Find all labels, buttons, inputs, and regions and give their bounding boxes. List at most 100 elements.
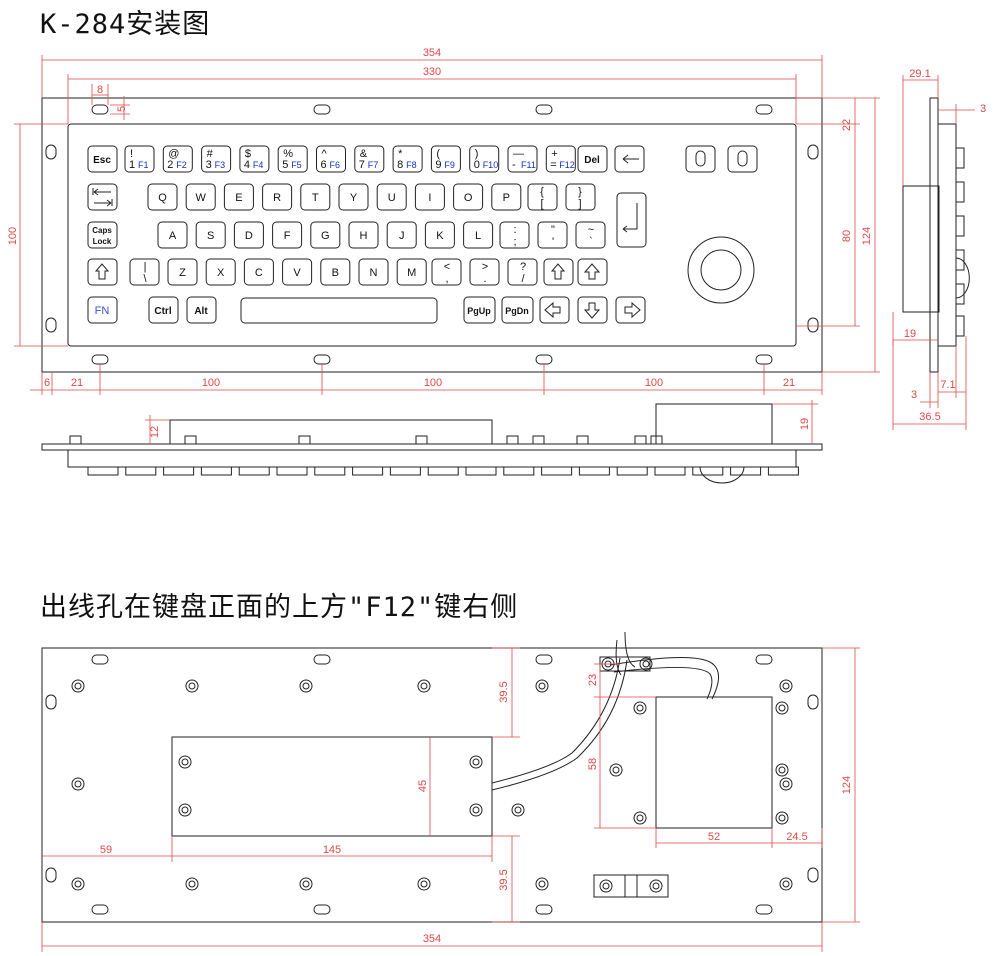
key-shift-right[interactable] [543, 258, 574, 286]
key-i[interactable] [414, 183, 445, 211]
key-ctrl[interactable] [148, 296, 179, 324]
key-f8[interactable] [392, 145, 423, 173]
key-f5[interactable] [277, 145, 308, 173]
key-caps-lock[interactable] [87, 221, 118, 249]
key-f11[interactable] [507, 145, 538, 173]
fkey-top-label: & [360, 148, 368, 160]
back-dim-58: 58 [587, 758, 599, 770]
key-period[interactable] [469, 258, 500, 286]
key-j[interactable] [386, 221, 417, 249]
key-right[interactable] [615, 296, 646, 324]
key-f[interactable] [272, 221, 303, 249]
fkey-top-label: ) [475, 148, 479, 160]
front-view: 354 330 8 5 100 22 80 124 [7, 47, 880, 395]
trackball[interactable] [700, 249, 742, 291]
key-mouse-left[interactable] [685, 145, 716, 173]
key-h[interactable] [348, 221, 379, 249]
pcb-cover [171, 736, 493, 837]
key-brace-right[interactable] [565, 183, 596, 211]
side-dim-3a: 3 [980, 103, 986, 115]
key-l[interactable] [463, 221, 494, 249]
key-k[interactable] [424, 221, 455, 249]
key-label: V [293, 267, 301, 279]
trackball-module [655, 696, 773, 829]
svg-text:]: ] [578, 198, 581, 210]
fkey-top-label: + [551, 148, 557, 160]
key-t[interactable] [300, 183, 331, 211]
key-c[interactable] [243, 258, 274, 286]
key-b[interactable] [320, 258, 351, 286]
key-quote[interactable] [537, 221, 568, 249]
svg-text:;: ; [513, 236, 516, 248]
dim-height-100: 100 [7, 227, 19, 245]
fkey-f-label: F9 [444, 160, 455, 170]
key-slash[interactable] [507, 258, 538, 286]
key-o[interactable] [453, 183, 484, 211]
key-f7[interactable] [354, 145, 385, 173]
key-comma[interactable] [431, 258, 462, 286]
key-x[interactable] [205, 258, 236, 286]
svg-text:\: \ [143, 273, 147, 285]
key-g[interactable] [310, 221, 341, 249]
key-u[interactable] [376, 183, 407, 211]
key-r[interactable] [262, 183, 293, 211]
key-enter[interactable] [616, 192, 647, 248]
key-up[interactable] [577, 258, 608, 286]
key-label: O [464, 192, 473, 204]
key-semicolon[interactable] [499, 221, 530, 249]
key-d[interactable] [233, 221, 264, 249]
key-f9[interactable] [430, 145, 461, 173]
key-tilde[interactable] [575, 221, 606, 249]
dim-100-a: 100 [202, 377, 220, 389]
key-s[interactable] [195, 221, 226, 249]
key-del[interactable] [577, 145, 608, 173]
dim-21-right: 21 [783, 377, 795, 389]
key-space[interactable] [240, 297, 438, 324]
key-w[interactable] [185, 183, 216, 211]
key-label: Y [350, 192, 358, 204]
key-z[interactable] [167, 258, 198, 286]
key-pgdn[interactable] [501, 296, 534, 324]
key-f4[interactable] [239, 145, 270, 173]
fkey-num-label: 9 [435, 159, 441, 171]
key-brace-left[interactable] [527, 183, 558, 211]
key-fn-label: FN [95, 305, 110, 317]
back-dim-24-5: 24.5 [786, 831, 807, 843]
key-mouse-right[interactable] [727, 145, 758, 173]
key-fn[interactable] [87, 296, 118, 324]
key-f6[interactable] [316, 145, 346, 173]
key-f2[interactable] [162, 145, 193, 173]
key-v[interactable] [282, 258, 313, 286]
key-p[interactable] [491, 183, 522, 211]
key-tab[interactable] [87, 183, 118, 211]
mounting-slots [45, 104, 819, 365]
key-m[interactable] [396, 258, 427, 286]
key-shift-left[interactable] [87, 258, 118, 286]
key-f10[interactable] [469, 145, 500, 173]
key-left[interactable] [539, 296, 570, 324]
back-dim-124: 124 [841, 776, 853, 794]
key-y[interactable] [338, 183, 369, 211]
key-q[interactable] [147, 183, 178, 211]
key-pgup[interactable] [463, 296, 496, 324]
key-down[interactable] [577, 296, 608, 324]
key-alt[interactable] [186, 296, 217, 324]
enter-arrow-icon [622, 203, 638, 233]
key-a[interactable] [157, 221, 188, 249]
fkey-f-label: F6 [330, 160, 341, 170]
key-f12[interactable] [545, 145, 576, 173]
key-pipe[interactable] [129, 258, 160, 286]
key-esc[interactable] [87, 145, 118, 173]
side-view: 29.1 3 19 3 7.1 36.5 [892, 68, 986, 430]
fkey-num-label: 8 [397, 159, 403, 171]
key-n[interactable] [358, 258, 389, 286]
key-f1[interactable] [124, 145, 155, 173]
key-e[interactable] [223, 183, 254, 211]
dim-80: 80 [841, 230, 853, 242]
key-f3[interactable] [201, 145, 232, 173]
back-dim-52: 52 [708, 831, 720, 843]
svg-text:>: > [482, 261, 488, 273]
